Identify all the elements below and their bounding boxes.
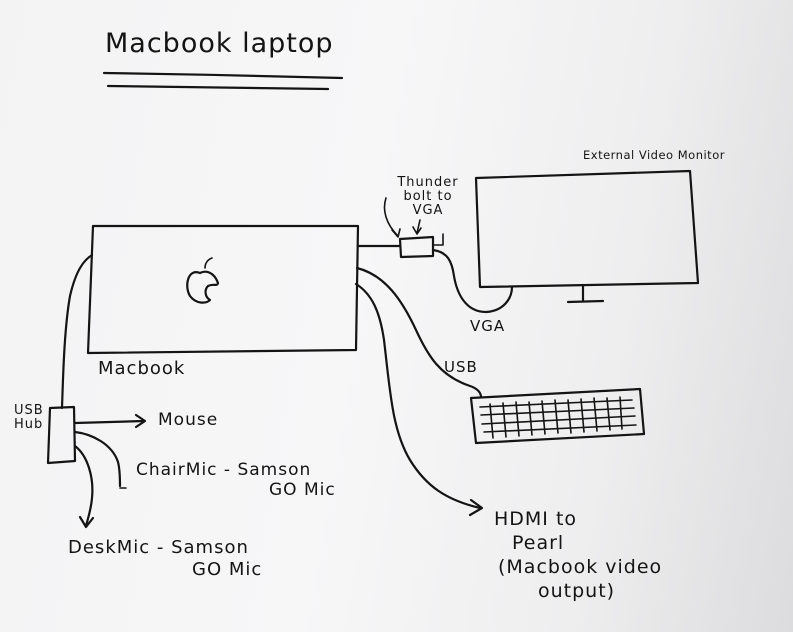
- hub-cable: [60, 253, 94, 410]
- title-underline-second: [106, 84, 330, 91]
- desk-mic-label: DeskMic - Samson GO Mic: [68, 537, 263, 580]
- thunderbolt-adapter-pointer: [383, 197, 401, 238]
- adapter-plug: [432, 233, 444, 246]
- hdmi-cable: [354, 282, 482, 510]
- usb-cable: [355, 266, 483, 398]
- thunderbolt-adapter-pointer-2: [412, 219, 422, 235]
- hdmi-output-label: HDMI to Pearl (Macbook video output): [494, 508, 663, 602]
- chair-mic-cable: [73, 430, 122, 488]
- mouse-arrowhead: [134, 413, 147, 429]
- vga-cable: [431, 248, 514, 314]
- diagram-title: Macbook laptop: [105, 28, 334, 59]
- title-underline: [102, 71, 344, 80]
- desk-mic-arrowhead: [78, 515, 95, 529]
- mouse-label: Mouse: [158, 410, 219, 430]
- macbook-body: [86, 224, 360, 355]
- thunderbolt-adapter-box: [398, 235, 435, 259]
- desk-mic-cable: [73, 444, 94, 528]
- monitor-screen: [474, 169, 700, 289]
- chair-mic-label: ChairMic - Samson GO Mic: [136, 460, 336, 500]
- apple-logo-icon: [186, 257, 220, 304]
- hdmi-arrowhead: [468, 498, 484, 517]
- monitor-stand: [566, 283, 605, 304]
- keyboard-body: [469, 387, 646, 445]
- usb-label: USB: [444, 358, 478, 376]
- keyboard-keys: [479, 396, 637, 439]
- external-monitor-label: External Video Monitor: [583, 148, 725, 162]
- mouse-cable: [73, 419, 146, 425]
- vga-label: VGA: [470, 317, 506, 335]
- macbook-label: Macbook: [98, 358, 186, 379]
- usb-hub-label: USB Hub: [14, 403, 44, 432]
- thunderbolt-adapter-label: Thunder bolt to VGA: [397, 175, 459, 218]
- usb-hub-box: [46, 405, 77, 465]
